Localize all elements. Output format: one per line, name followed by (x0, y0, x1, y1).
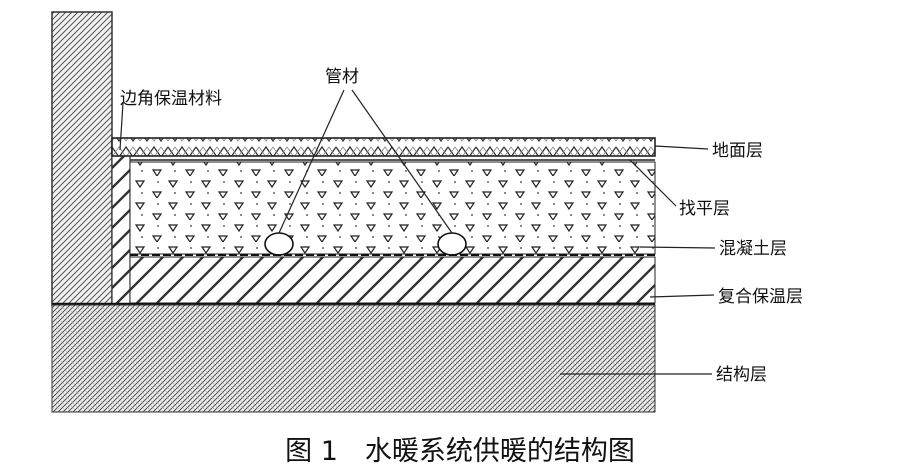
label-composite-insulation: 复合保温层 (718, 287, 803, 307)
figure-caption: 图 1 水暖系统供暖的结构图 (285, 436, 635, 467)
leader-lines (119, 89, 716, 375)
wall (51, 11, 113, 306)
composite-insulation-band (129, 256, 656, 304)
label-structure-layer: 结构层 (716, 365, 767, 385)
floor-layer-band (111, 137, 656, 157)
label-concrete-layer: 混凝土层 (719, 239, 787, 259)
concrete-layer-band (129, 161, 656, 255)
structure-layer-band (51, 304, 656, 413)
label-floor-layer: 地面层 (712, 141, 763, 161)
pipe-right (437, 232, 467, 256)
label-leveling-layer: 找平层 (679, 199, 730, 219)
pipe-left (264, 232, 294, 256)
label-pipe: 管材 (325, 67, 359, 87)
edge-insulation-strip (111, 139, 131, 306)
label-edge-insulation: 边角保温材料 (120, 89, 222, 109)
